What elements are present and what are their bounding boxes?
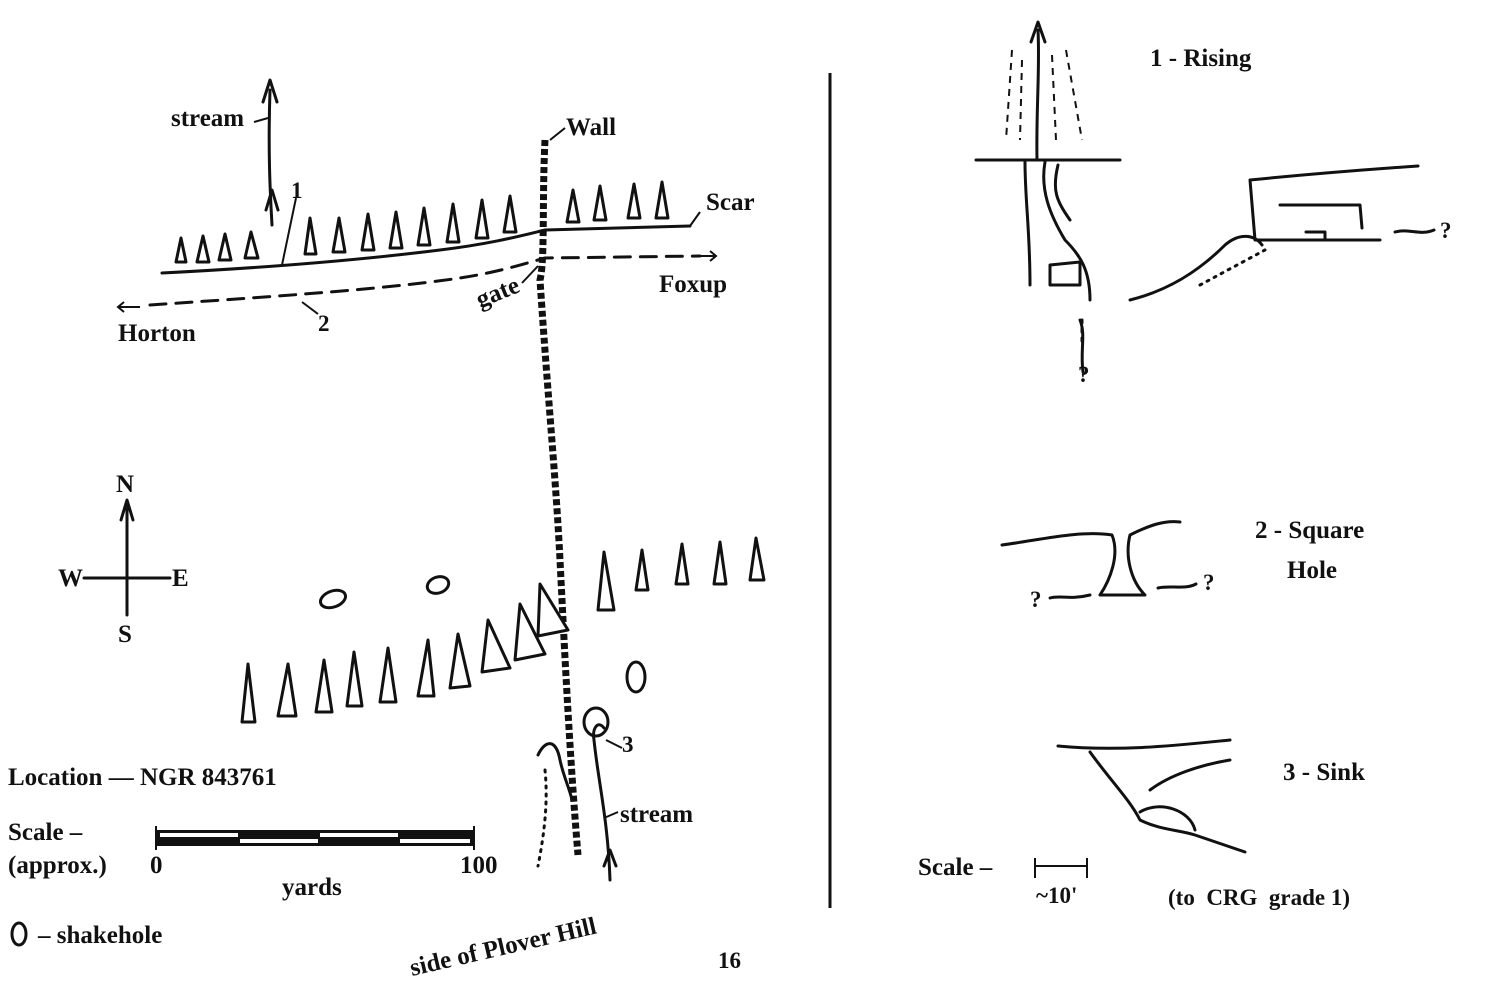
- shakehole-icon: [318, 588, 348, 610]
- unknown-mark: ?: [1078, 362, 1090, 387]
- location-map: stream 1 2 Horton Foxup Scar gate: [8, 78, 766, 982]
- scale-end: 100: [460, 852, 498, 879]
- foxup-label: Foxup: [659, 271, 727, 298]
- compass-north: N: [116, 471, 134, 498]
- stream-arrow-icon: [261, 78, 279, 104]
- compass-east: E: [172, 565, 189, 592]
- legend: – shakehole: [10, 921, 162, 949]
- track-dashed: [148, 254, 702, 307]
- rising-section: 1 - Rising ? ?: [974, 20, 1452, 387]
- wall-label: Wall: [566, 114, 616, 141]
- location-text: Location — NGR 843761: [8, 764, 277, 791]
- horton-label: Horton: [118, 320, 196, 347]
- scar-line: [160, 224, 692, 275]
- section-scale-value: ~10': [1036, 883, 1077, 908]
- stream-north-line: [267, 88, 274, 227]
- wall-line: [536, 139, 582, 856]
- scale-bar: Scale – (approx.) 0 100 yards: [8, 819, 498, 901]
- grade-note: (to CRG grade 1): [1168, 885, 1350, 910]
- point-3-label: 3: [622, 732, 634, 757]
- square-title-line1: 2 - Square: [1255, 517, 1364, 544]
- side-of-hill-label: side of Plover Hill: [407, 913, 599, 982]
- square-title-line2: Hole: [1287, 557, 1337, 584]
- legend-text: – shakehole: [37, 922, 162, 949]
- gate-label: gate: [472, 272, 523, 314]
- point-1-label: 1: [291, 178, 303, 203]
- stream-south-line: [592, 723, 612, 882]
- scale-unit: yards: [282, 874, 342, 901]
- scale-qualifier: (approx.): [8, 852, 107, 879]
- section-scale: Scale – ~10' (to CRG grade 1): [918, 854, 1350, 910]
- scar-label: Scar: [706, 189, 755, 216]
- rising-title: 1 - Rising: [1150, 45, 1252, 72]
- scar-teeth: [174, 180, 670, 264]
- unknown-mark: ?: [1203, 570, 1215, 595]
- point-2-label: 2: [318, 311, 330, 336]
- square-hole-section: 2 - Square Hole ? ?: [1000, 517, 1364, 612]
- compass-rose: N W E S: [58, 471, 189, 648]
- stream-north-label: stream: [171, 105, 244, 132]
- shakehole-icon: [625, 660, 647, 694]
- shakehole-legend-icon: [10, 921, 28, 947]
- lower-scar-teeth: [240, 536, 766, 724]
- unknown-mark: ?: [1440, 218, 1452, 243]
- sink-title: 3 - Sink: [1283, 759, 1365, 786]
- page-number: 16: [718, 948, 741, 973]
- section-scale-label: Scale –: [918, 854, 993, 881]
- stream-south-label: stream: [620, 801, 693, 828]
- unknown-mark: ?: [1030, 587, 1042, 612]
- compass-south: S: [118, 621, 132, 648]
- compass-west: W: [58, 565, 83, 592]
- stream-arrow-icon: [264, 188, 280, 212]
- sink-section: 3 - Sink: [1056, 738, 1365, 854]
- sink-icon: [582, 706, 610, 738]
- scale-label: Scale –: [8, 819, 83, 846]
- scale-start: 0: [150, 852, 163, 879]
- shakehole-icon: [425, 575, 451, 595]
